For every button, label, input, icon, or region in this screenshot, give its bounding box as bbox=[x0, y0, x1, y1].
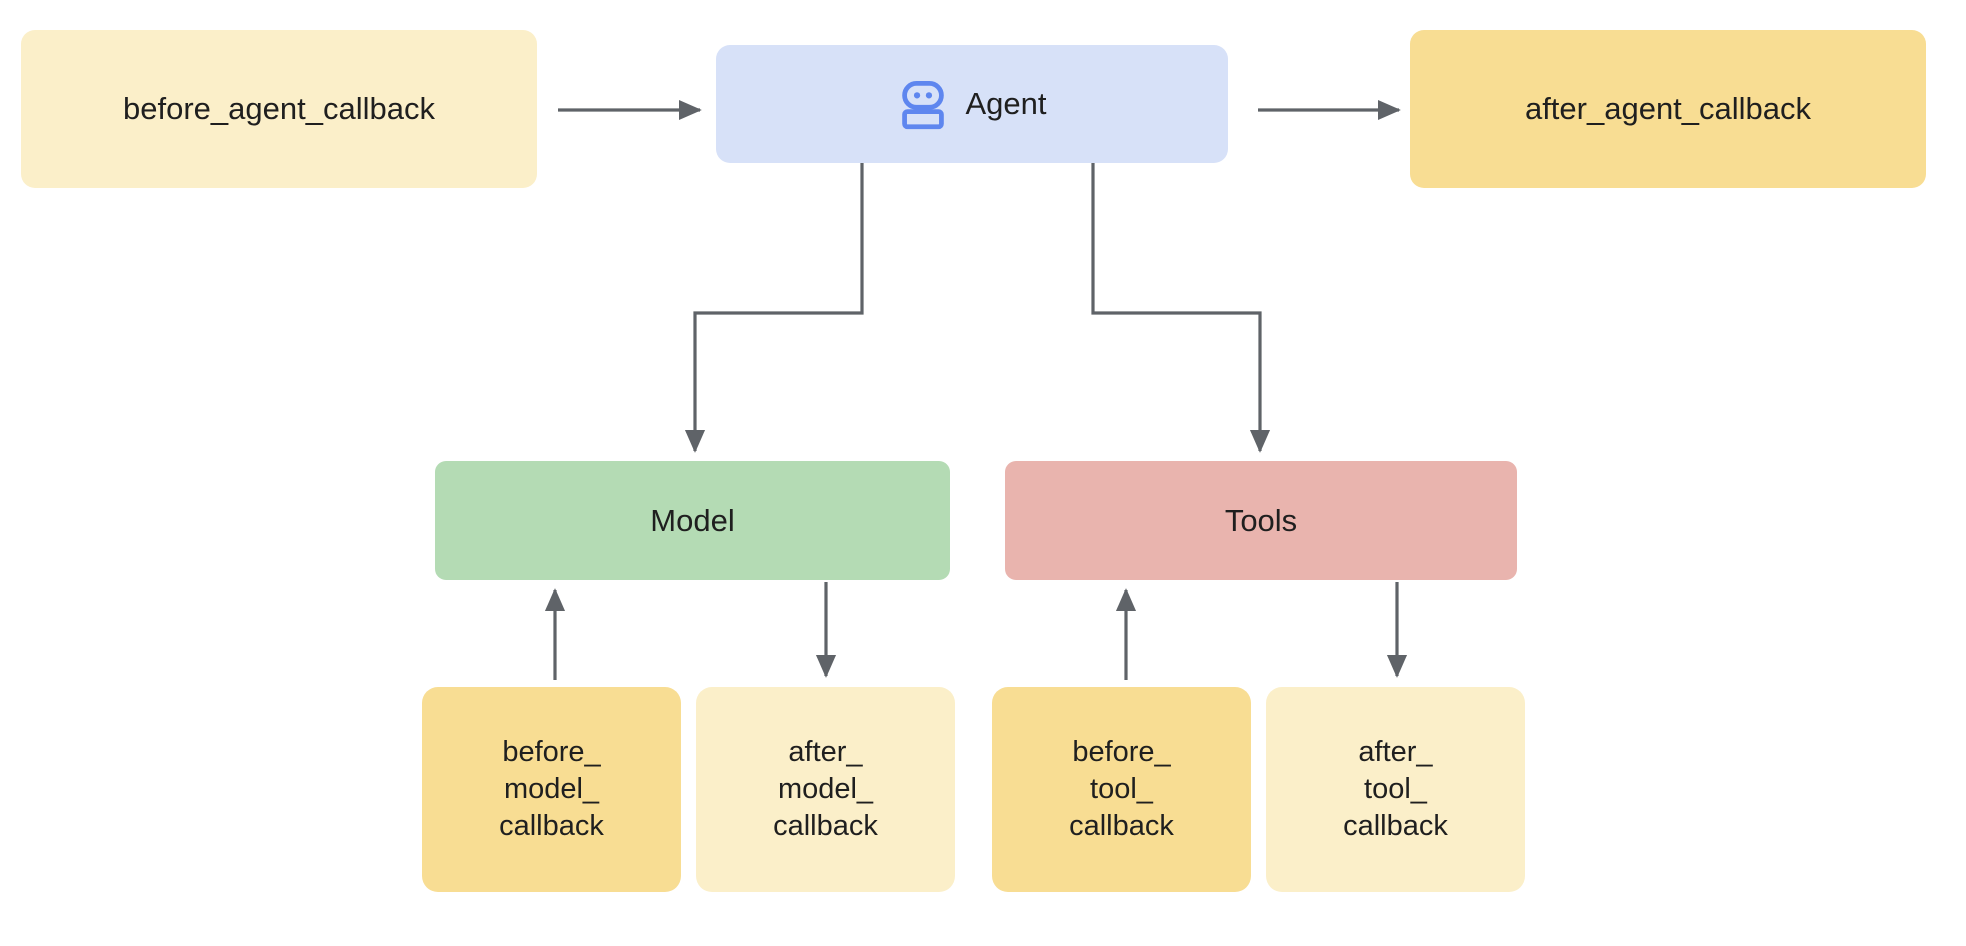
node-after-tool-callback[interactable]: after_ tool_ callback bbox=[1266, 687, 1525, 892]
node-after-agent-callback-label: after_agent_callback bbox=[1524, 91, 1812, 127]
robot-icon bbox=[902, 81, 945, 130]
node-before-agent-callback[interactable]: before_agent_callback bbox=[21, 30, 537, 188]
edge-agent-to-tools bbox=[1091, 163, 1271, 453]
node-before-tool-callback-label: before_ tool_ callback bbox=[1069, 735, 1174, 843]
node-before-agent-callback-label: before_agent_callback bbox=[123, 91, 435, 127]
node-tools-label: Tools bbox=[1224, 502, 1298, 538]
node-after-model-callback-label: after_ model_ callback bbox=[773, 735, 878, 843]
edge-agent-to-model bbox=[684, 163, 864, 453]
node-before-model-callback[interactable]: before_ model_ callback bbox=[422, 687, 681, 892]
node-model-label: Model bbox=[650, 502, 735, 538]
node-before-model-callback-label: before_ model_ callback bbox=[499, 735, 604, 843]
node-agent[interactable]: Agent bbox=[716, 45, 1228, 163]
node-after-agent-callback[interactable]: after_agent_callback bbox=[1410, 30, 1926, 188]
node-agent-label: Agent bbox=[965, 86, 1047, 122]
agent-content: Agent bbox=[897, 78, 1047, 130]
node-before-tool-callback[interactable]: before_ tool_ callback bbox=[992, 687, 1251, 892]
node-tools[interactable]: Tools bbox=[1005, 461, 1517, 580]
node-after-model-callback[interactable]: after_ model_ callback bbox=[696, 687, 955, 892]
node-after-tool-callback-label: after_ tool_ callback bbox=[1343, 735, 1448, 843]
node-model[interactable]: Model bbox=[435, 461, 950, 580]
